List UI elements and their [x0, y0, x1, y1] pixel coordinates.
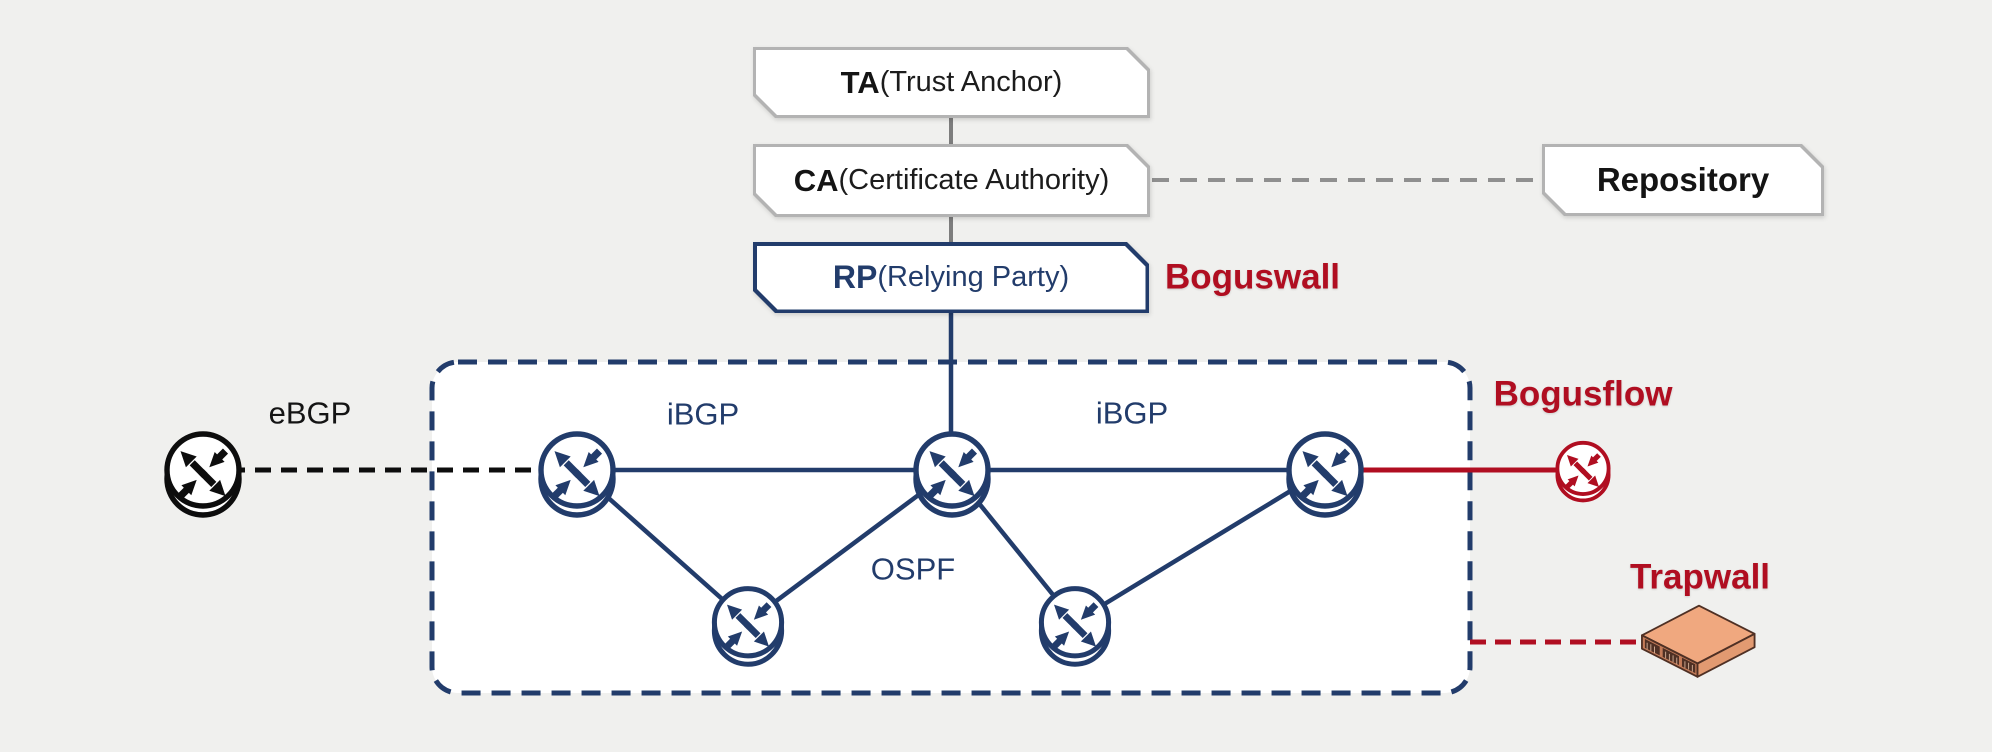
bogusflow-label: Bogusflow: [1493, 374, 1673, 414]
ta-box-face: TA(Trust Anchor): [756, 50, 1147, 115]
repository-label: Repository: [1596, 161, 1770, 198]
ca-full-name: (Certificate Authority): [838, 164, 1110, 196]
ibgp-right-label: iBGP: [1095, 395, 1169, 431]
rp-abbr: RP: [832, 259, 878, 295]
ospf-link-4: [1073, 468, 1327, 624]
router-icon-bottom-left: [714, 589, 781, 665]
rp-box-face: RP(Relying Party): [757, 246, 1146, 310]
router-icon-top-right: [1289, 434, 1361, 515]
router-icon-top-middle: [916, 434, 988, 515]
ca-abbr: CA: [793, 162, 839, 198]
ibgp-left-label: iBGP: [666, 396, 740, 432]
trapwall-server-icon: [1641, 604, 1756, 678]
bogusflow-router-icon: [1557, 443, 1608, 501]
ca-box: CA(Certificate Authority): [753, 144, 1150, 217]
external-router-icon: [167, 434, 239, 515]
repository-box-face: Repository: [1545, 147, 1821, 213]
boguswall-label: Boguswall: [1165, 257, 1341, 297]
router-icon-bottom-right: [1041, 589, 1108, 665]
ta-full-name: (Trust Anchor): [879, 66, 1063, 98]
ta-abbr: TA: [840, 64, 880, 100]
trapwall-label: Trapwall: [1629, 557, 1771, 597]
rp-box: RP(Relying Party): [753, 242, 1149, 313]
ta-box: TA(Trust Anchor): [753, 47, 1150, 118]
ospf-label: OSPF: [870, 551, 956, 587]
ca-box-face: CA(Certificate Authority): [756, 147, 1147, 214]
ebgp-label: eBGP: [268, 395, 352, 431]
rp-full-name: (Relying Party): [877, 261, 1070, 293]
router-icon-top-left: [541, 434, 613, 515]
repository-box: Repository: [1542, 144, 1824, 216]
